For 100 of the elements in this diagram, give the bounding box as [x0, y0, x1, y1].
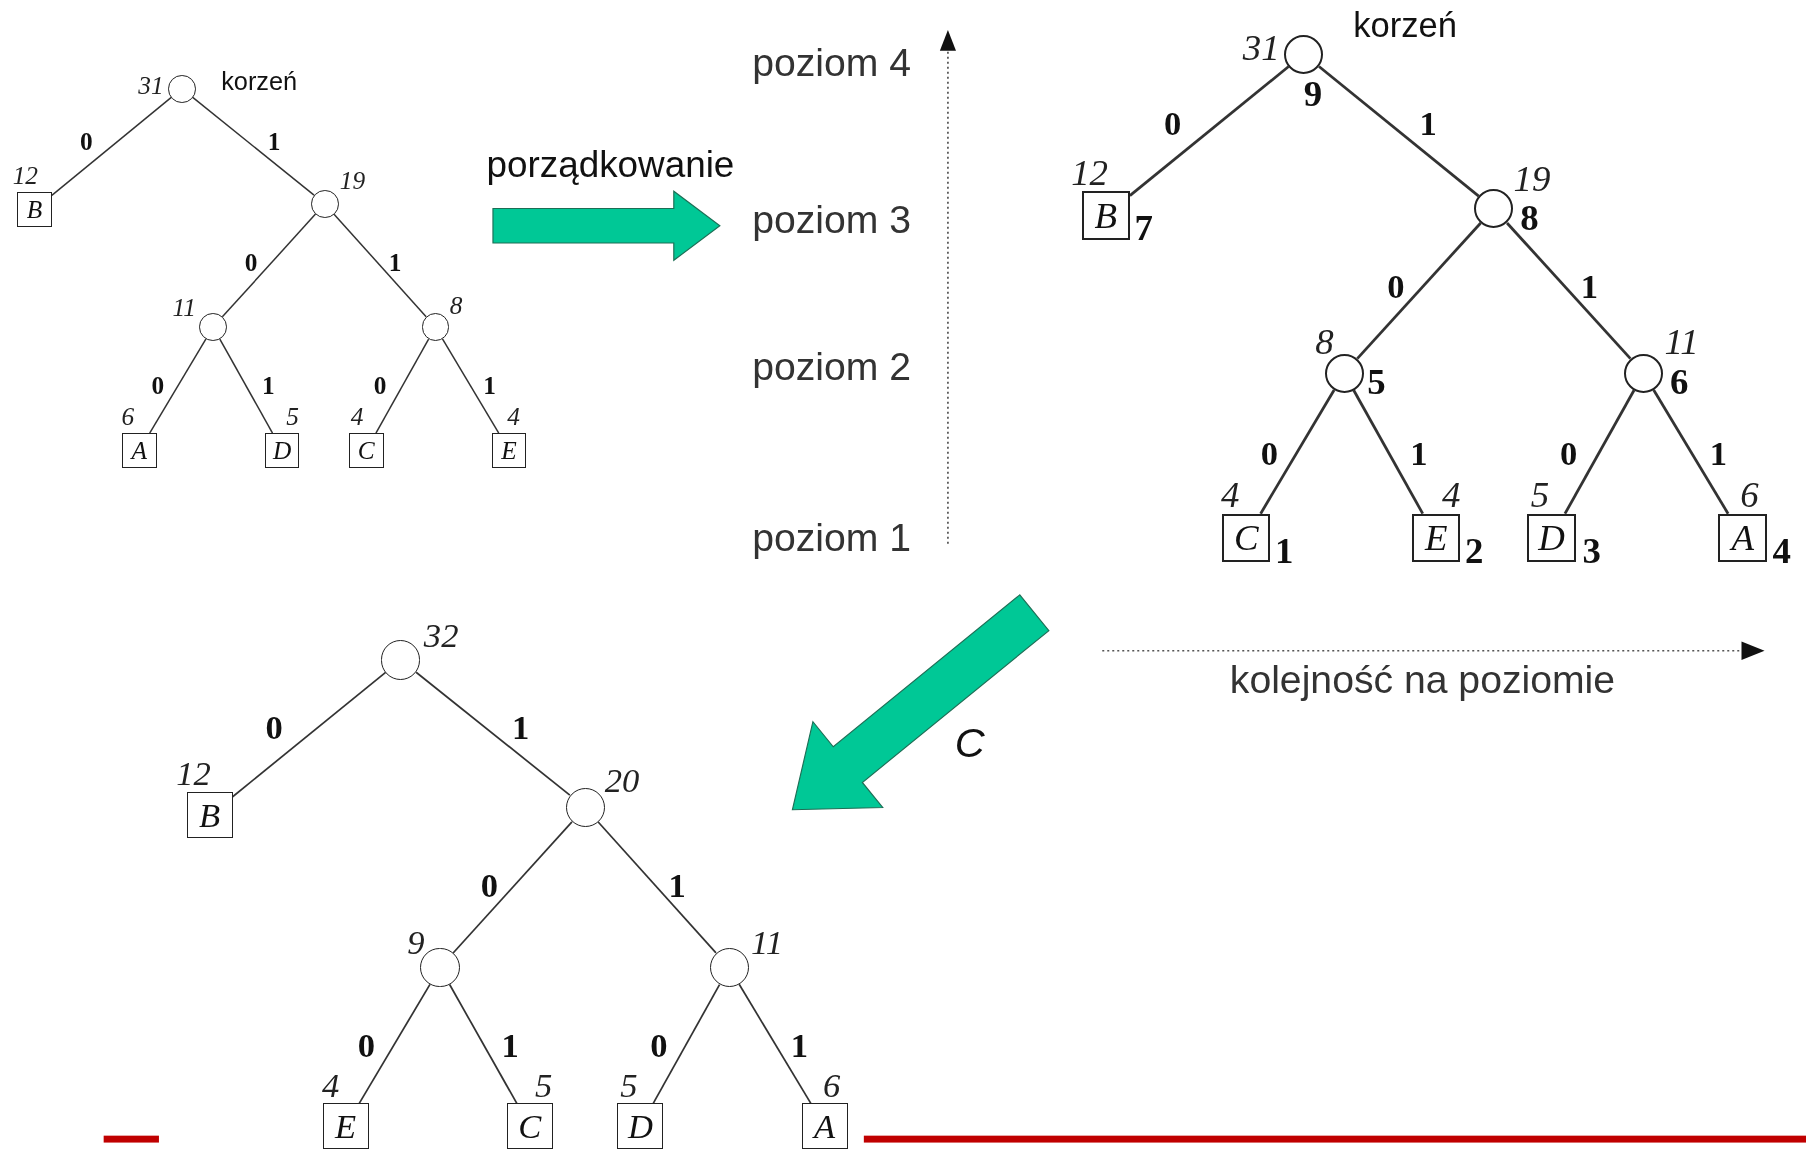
tree-edge	[333, 213, 427, 318]
edge-label: 1	[267, 129, 281, 155]
weight-label: 6	[822, 1067, 841, 1103]
tree-edge	[1318, 65, 1480, 198]
order-number: 5	[1367, 363, 1386, 401]
level-label: poziom 3	[752, 200, 911, 240]
axis-label: kolejność na poziomie	[1229, 659, 1616, 700]
leaf-box: C	[349, 433, 384, 468]
weight-label: 31	[1242, 29, 1280, 67]
weight-label: 5	[535, 1067, 553, 1103]
tree-edge	[1356, 222, 1482, 360]
tree-edge	[231, 671, 387, 798]
tree-edge	[1259, 389, 1336, 515]
tree-edge	[375, 338, 430, 434]
order-number: 7	[1134, 209, 1153, 247]
tree-edge	[1352, 389, 1424, 515]
weight-label: 12	[1071, 154, 1108, 192]
weight-label: 11	[751, 924, 784, 960]
edge-label: 1	[483, 373, 496, 399]
tree-node-circle	[1624, 353, 1664, 393]
tree-node-circle	[565, 787, 605, 827]
level-label: poziom 2	[752, 347, 911, 387]
tree-edge	[1129, 65, 1290, 197]
tree-node-circle	[421, 313, 450, 341]
leaf-box: B	[186, 792, 233, 839]
leaf-box: A	[122, 433, 157, 468]
edge-label: 0	[1387, 268, 1405, 303]
tree-edge	[652, 983, 721, 1105]
tree-node-circle	[1324, 353, 1364, 393]
weight-label: 4	[321, 1067, 340, 1103]
edge-label: 0	[1560, 435, 1578, 470]
weight-label: 9	[407, 924, 425, 960]
weight-label: 5	[286, 404, 299, 430]
edge-label: 0	[373, 373, 387, 399]
order-number: 4	[1772, 532, 1791, 569]
edge-label: 0	[151, 373, 165, 399]
order-number: 8	[1520, 199, 1539, 237]
tree-edge	[221, 213, 317, 318]
tree-node-circle	[381, 640, 421, 680]
weight-label: 12	[176, 755, 211, 791]
tree-edge	[441, 338, 500, 434]
tree-edge	[448, 983, 518, 1105]
tree-node-circle	[168, 74, 196, 103]
weight-label: 11	[1664, 323, 1699, 361]
leaf-box: A	[1718, 513, 1767, 563]
tree-node-circle	[1474, 188, 1514, 229]
edge-label: 0	[1163, 105, 1182, 141]
leaf-box: E	[322, 1103, 369, 1150]
leaf-box: B	[17, 192, 52, 227]
root-label: korzeń	[221, 69, 298, 95]
tree-node-circle	[709, 947, 749, 988]
tree-edge	[219, 338, 274, 434]
leaf-box: A	[801, 1103, 848, 1150]
tree-edge	[452, 821, 573, 954]
tree-node-circle	[1284, 34, 1324, 74]
level-label: poziom 1	[752, 518, 911, 558]
tree-edge	[1563, 389, 1636, 515]
tree-edge	[148, 338, 207, 434]
edge-label: 1	[511, 709, 530, 745]
edge-label: 1	[262, 373, 275, 399]
tree-edge	[192, 96, 315, 196]
tree-edge	[415, 671, 571, 797]
weight-label: 6	[1740, 476, 1759, 514]
edge-label: 0	[265, 709, 283, 745]
weight-label: 8	[449, 293, 463, 320]
edge-label: 0	[244, 249, 258, 276]
edge-label: 1	[1709, 435, 1728, 470]
tree-edge	[358, 983, 431, 1105]
weight-label: 4	[1442, 476, 1461, 514]
tree-node-circle	[310, 190, 339, 218]
tree-node-circle	[199, 313, 227, 341]
edge-label: 0	[480, 867, 499, 902]
weight-label: 32	[423, 617, 459, 652]
edge-label: 0	[80, 129, 93, 155]
weight-label: 31	[138, 73, 164, 100]
weight-label: 12	[12, 163, 38, 189]
transform-label: porządkowanie	[486, 146, 735, 184]
edge-label: 1	[501, 1027, 519, 1062]
leaf-box: C	[506, 1103, 553, 1150]
weight-label: 11	[172, 294, 196, 321]
leaf-box: D	[617, 1103, 664, 1150]
leaf-box: C	[1222, 513, 1271, 563]
weight-label: 8	[1315, 323, 1334, 361]
edge-label: 0	[357, 1027, 375, 1062]
order-number: 1	[1275, 532, 1294, 569]
order-number: 6	[1670, 363, 1689, 401]
edge-label: 1	[1410, 435, 1428, 470]
leaf-box: B	[1081, 191, 1130, 240]
tree-edge	[597, 821, 717, 954]
edge-label: 0	[650, 1027, 668, 1062]
root-label: korzeń	[1353, 8, 1457, 43]
transform-label: C	[954, 722, 985, 764]
order-number: 3	[1582, 532, 1601, 569]
order-number: 2	[1465, 532, 1484, 569]
level-label: poziom 4	[752, 43, 911, 83]
weight-label: 5	[620, 1067, 638, 1103]
edge-label: 0	[1260, 435, 1278, 470]
weight-label: 4	[1220, 476, 1240, 514]
leaf-box: D	[1527, 513, 1576, 563]
edge-label: 1	[790, 1027, 808, 1062]
